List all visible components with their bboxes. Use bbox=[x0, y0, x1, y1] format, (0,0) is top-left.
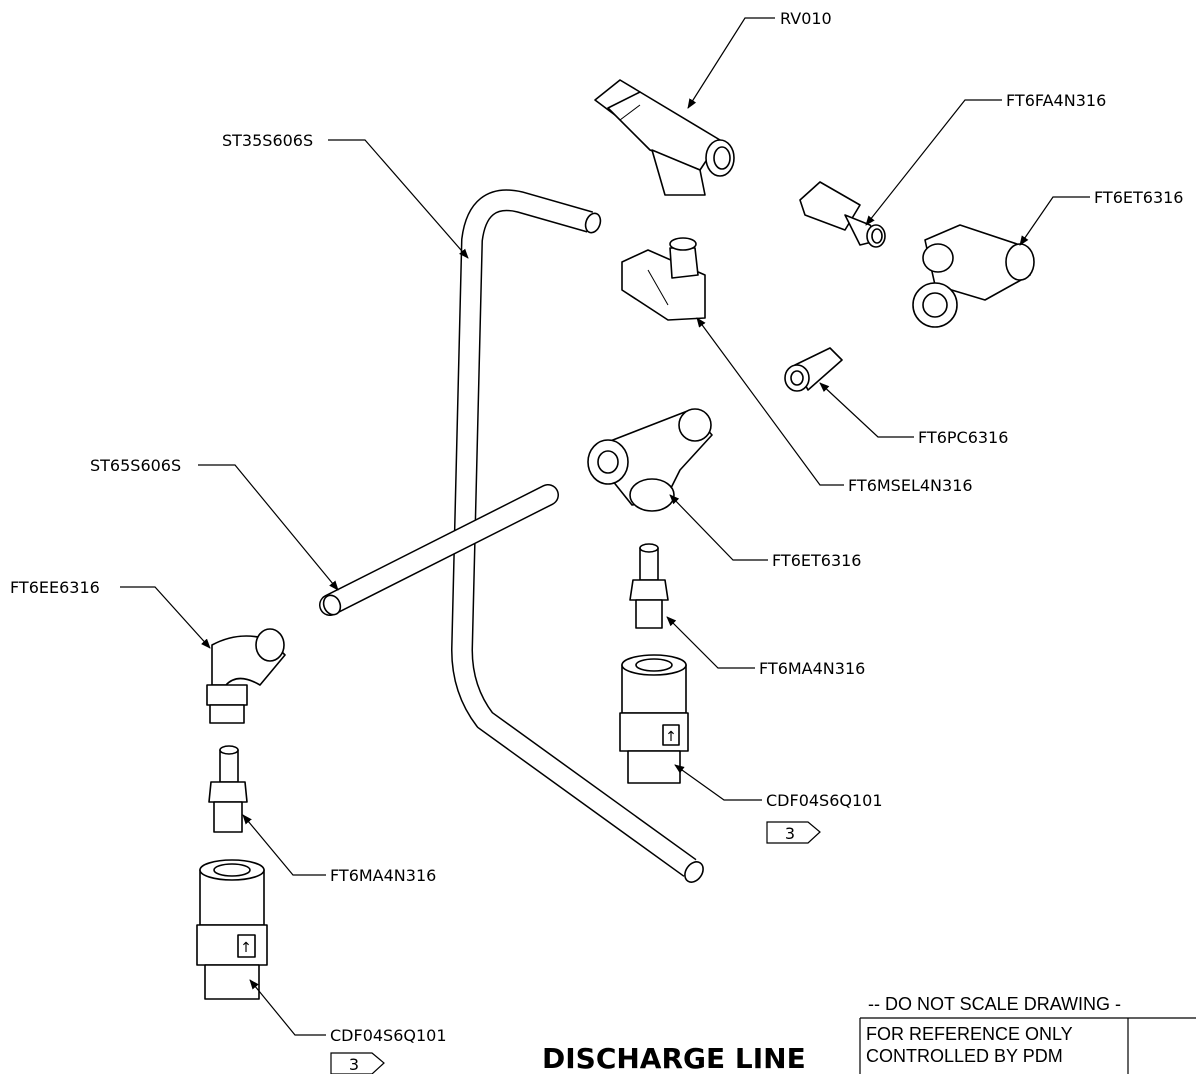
drawing-title: DISCHARGE LINE bbox=[542, 1042, 806, 1074]
elbow-ft6msel4n316 bbox=[621, 237, 706, 321]
do-not-scale-note: -- DO NOT SCALE DRAWING - bbox=[868, 994, 1121, 1014]
check-valve-cdf04s6q101-right: ↑ bbox=[619, 654, 689, 784]
label-ft6msel4n316: FT6MSEL4N316 bbox=[848, 476, 973, 495]
label-ft6ma4n316-left: FT6MA4N316 bbox=[330, 866, 436, 885]
reference-note-line1: FOR REFERENCE ONLY bbox=[866, 1024, 1073, 1044]
elbow-ft6ee6316 bbox=[206, 628, 286, 724]
label-st35s606s: ST35S606S bbox=[222, 131, 313, 150]
flag-number-right: 3 bbox=[785, 824, 795, 843]
tube-st65s606s bbox=[319, 484, 559, 616]
leader-lines bbox=[120, 17, 1090, 1036]
fitting-ft6fa4n316 bbox=[799, 181, 886, 248]
flag-number-left: 3 bbox=[349, 1055, 359, 1074]
label-st65s606s: ST65S606S bbox=[90, 456, 181, 475]
tee-ft6et6316-mid bbox=[587, 408, 713, 512]
label-cdf04s6q101-right: CDF04S6Q101 bbox=[766, 791, 883, 810]
label-rv010: RV010 bbox=[780, 9, 832, 28]
check-valve-cdf04s6q101-left: ↑ bbox=[196, 859, 268, 1000]
label-ft6et6316-top: FT6ET6316 bbox=[1094, 188, 1183, 207]
drawing-notes: -- DO NOT SCALE DRAWING - FOR REFERENCE … bbox=[859, 994, 1196, 1074]
label-ft6ma4n316-right: FT6MA4N316 bbox=[759, 659, 865, 678]
label-ft6ee6316: FT6EE6316 bbox=[10, 578, 100, 597]
revision-flag-right: 3 bbox=[766, 821, 821, 844]
revision-flag-left: 3 bbox=[330, 1052, 385, 1074]
part-labels: RV010 FT6FA4N316 ST35S606S FT6ET6316 FT6… bbox=[10, 9, 1183, 1045]
adapter-ft6ma4n316-left bbox=[208, 745, 248, 833]
label-ft6pc6316: FT6PC6316 bbox=[918, 428, 1008, 447]
label-ft6fa4n316: FT6FA4N316 bbox=[1006, 91, 1106, 110]
tee-ft6et6316-top bbox=[912, 224, 1035, 328]
flow-arrow-icon: ↑ bbox=[240, 940, 252, 956]
label-ft6et6316-mid: FT6ET6316 bbox=[772, 551, 861, 570]
plug-ft6pc6316 bbox=[784, 347, 843, 392]
flow-arrow-icon: ↑ bbox=[665, 729, 677, 745]
label-cdf04s6q101-left: CDF04S6Q101 bbox=[330, 1026, 447, 1045]
relief-valve-rv010 bbox=[594, 79, 735, 196]
reference-note-line2: CONTROLLED BY PDM bbox=[866, 1046, 1063, 1066]
adapter-ft6ma4n316-right bbox=[629, 543, 669, 629]
